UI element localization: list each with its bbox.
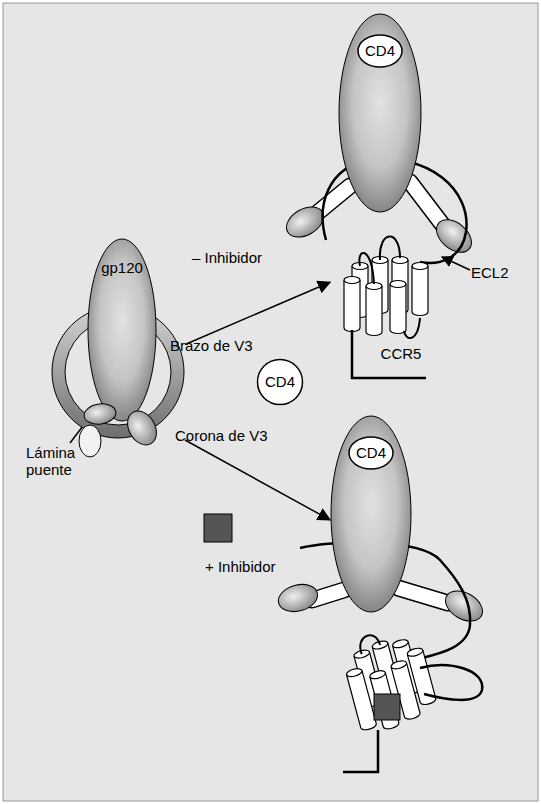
helix-top [344, 277, 360, 284]
helix-top [346, 667, 363, 678]
extracellular-loop [359, 253, 374, 284]
node-label: CD4 [358, 43, 402, 59]
helix-top [406, 647, 423, 658]
label-ellipse [349, 437, 393, 469]
extracellular-loop [380, 236, 400, 260]
protein-node: gp120 [50, 238, 185, 460]
node-label: CD4 [256, 374, 304, 390]
cd4-arm [398, 588, 448, 603]
annotation-label: ECL2 [471, 264, 509, 281]
panel-background [3, 3, 538, 801]
helix-cylinder [344, 280, 360, 332]
protein-oval [339, 14, 421, 212]
annotation-label: – Inhibidor [192, 249, 262, 266]
annotation-label: Corona de V3 [175, 427, 268, 444]
receptor-node: CCR5 [330, 250, 445, 365]
receptor-tail [343, 730, 378, 772]
inhibitor-square [204, 514, 232, 542]
annotation-label: Brazo de V3 [170, 337, 253, 354]
annotation-label: Lámina puente [26, 444, 96, 478]
protein-node: CD4 [330, 415, 412, 613]
protein-node: CD4 [256, 358, 304, 406]
label-ellipse [358, 35, 402, 67]
helix-top [371, 640, 388, 651]
bridging-sheet [122, 406, 163, 450]
protein-oval [88, 239, 156, 421]
domain-ellipse [275, 580, 320, 615]
protein-node: CD4 [338, 13, 422, 213]
domain-ellipse [430, 213, 477, 259]
helix-top [390, 659, 407, 670]
reaction-arrow [185, 440, 330, 520]
extracellular-loop [357, 633, 381, 654]
helix-cylinder [407, 650, 436, 706]
node-label: CD4 [349, 445, 393, 461]
receptor-tail [352, 330, 426, 378]
cd4-arm [410, 182, 442, 224]
helix-cylinder [390, 284, 406, 334]
helix-top [412, 263, 428, 270]
extracellular-loop [420, 665, 482, 700]
annotation-label: + Inhibidor [205, 558, 275, 575]
leader-arrow [442, 257, 470, 270]
receptor-bundle [338, 623, 440, 736]
bridging-sheet [83, 402, 117, 426]
intracellular-loop [404, 318, 420, 338]
cd4-arm [398, 588, 448, 603]
helix-top [390, 281, 406, 288]
helix-top [369, 669, 386, 680]
node-label: CCR5 [375, 346, 427, 362]
helix-cylinder [412, 266, 428, 316]
cd4-arm [410, 182, 442, 224]
node-label: gp120 [92, 260, 152, 276]
bridging-sheet [79, 425, 101, 457]
helix-cylinder [366, 286, 382, 336]
helix-top [392, 638, 409, 649]
inhibitor-square [374, 694, 400, 720]
reaction-arrow [185, 282, 330, 344]
protein-oval [331, 416, 411, 612]
